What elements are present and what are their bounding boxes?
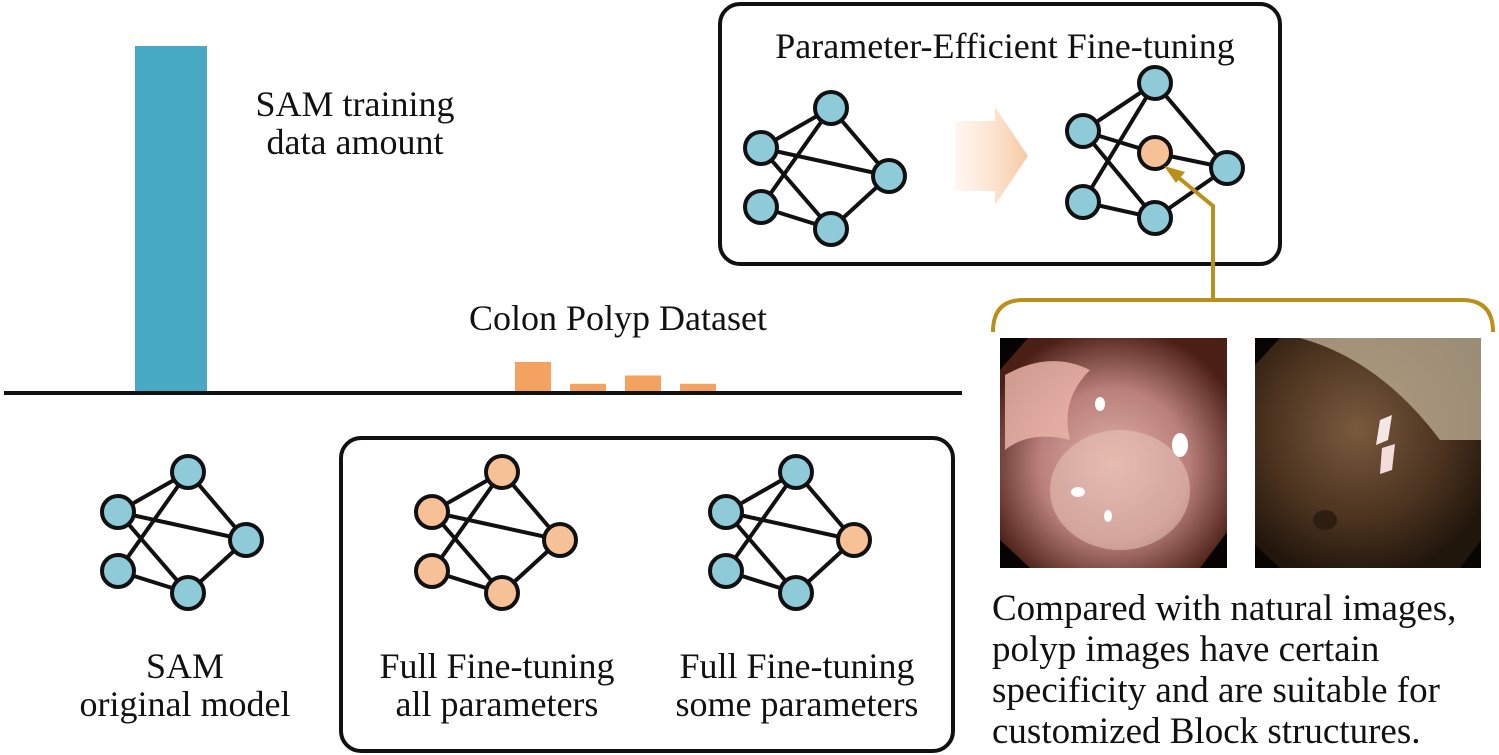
peft-adapted-node xyxy=(1065,113,1101,149)
peft-source-network xyxy=(743,90,907,247)
peft-adapted-node xyxy=(1137,200,1173,236)
peft-source-node xyxy=(813,211,849,247)
polyp-dataset-label: Colon Polyp Dataset xyxy=(469,298,767,338)
full-all-node xyxy=(414,494,450,530)
peft-source-node xyxy=(743,130,779,166)
original-node xyxy=(170,454,206,490)
full-some-caption-line1: Full Fine-tuning xyxy=(679,646,914,686)
sam-original-network xyxy=(100,454,264,611)
peft-title: Parameter-Efficient Fine-tuning xyxy=(775,26,1234,66)
original-node xyxy=(100,553,136,589)
peft-adapted-network xyxy=(1065,65,1245,236)
full-all-edge xyxy=(431,510,561,542)
full-all-caption-line1: Full Fine-tuning xyxy=(379,646,614,686)
full-all-caption-line2: all parameters xyxy=(396,684,599,724)
peft-source-node xyxy=(871,158,907,194)
transfer-arrow-icon xyxy=(955,107,1028,205)
original-node xyxy=(100,494,136,530)
polyp-image-1 xyxy=(1000,338,1227,568)
original-caption-line2: original model xyxy=(80,684,291,724)
original-node xyxy=(228,522,264,558)
description-line1: Compared with natural images, xyxy=(992,588,1456,629)
brace-connector xyxy=(991,298,1495,333)
full-some-node xyxy=(836,522,872,558)
polyp-bar-2 xyxy=(570,383,606,392)
peft-adapted-node xyxy=(1137,135,1173,171)
description-line3: specificity and are suitable for xyxy=(992,670,1440,711)
full-some-node xyxy=(778,454,814,490)
original-node xyxy=(170,575,206,611)
peft-adapted-node xyxy=(1137,65,1173,101)
peft-source-node xyxy=(813,90,849,126)
peft-adapted-edge xyxy=(1081,129,1157,220)
full-some-caption-line2: some parameters xyxy=(676,684,919,724)
description-line2: polyp images have certain xyxy=(992,629,1379,670)
full-all-node xyxy=(484,454,520,490)
description-line4: customized Block structures. xyxy=(992,711,1420,752)
sam-bar-label-line1: SAM training xyxy=(255,84,454,124)
polyp-bar-3 xyxy=(625,375,661,392)
full-some-node xyxy=(708,553,744,589)
connector-arrowhead-icon xyxy=(1164,166,1185,183)
original-caption-line1: SAM xyxy=(146,646,224,686)
full-some-edge xyxy=(725,510,855,542)
sam-training-bar xyxy=(135,46,207,394)
full-finetuning-box xyxy=(339,436,955,753)
full-some-network xyxy=(708,454,872,611)
sam-bar-label-line2: data amount xyxy=(267,122,444,162)
polyp-bar-4 xyxy=(680,383,716,392)
peft-adapted-node xyxy=(1065,184,1101,220)
polyp-bar-1 xyxy=(515,361,551,392)
peft-adapted-edge xyxy=(1153,81,1229,170)
full-all-node xyxy=(542,522,578,558)
original-edge xyxy=(117,510,247,542)
peft-source-node xyxy=(743,189,779,225)
full-some-node xyxy=(778,575,814,611)
full-all-node xyxy=(484,575,520,611)
polyp-dataset-bars xyxy=(515,361,716,392)
peft-adapted-node xyxy=(1209,150,1245,186)
full-all-node xyxy=(414,553,450,589)
full-some-node xyxy=(708,494,744,530)
peft-box xyxy=(718,2,1282,266)
full-all-network xyxy=(414,454,578,611)
peft-source-edge xyxy=(760,146,890,178)
polyp-image-2 xyxy=(1255,338,1481,568)
connector-line xyxy=(1177,176,1215,300)
